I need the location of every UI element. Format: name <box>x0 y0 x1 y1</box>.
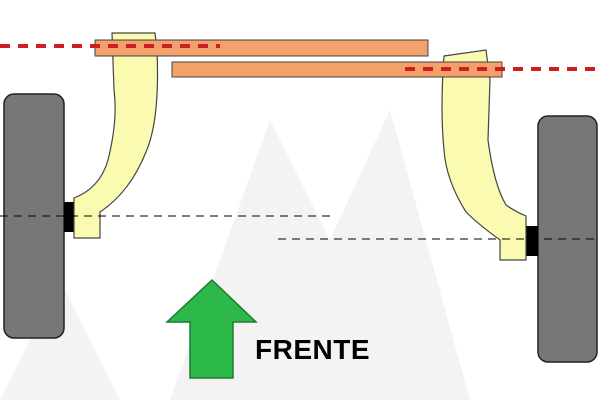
right-knuckle <box>441 49 527 261</box>
left-knuckle <box>73 32 159 239</box>
left-hub <box>64 202 74 232</box>
forward-arrow-icon <box>165 278 258 379</box>
second-steering-arm <box>171 61 503 78</box>
right-hub <box>526 226 538 256</box>
direction-label: FRENTE <box>255 334 370 365</box>
background-watermark <box>0 110 470 400</box>
